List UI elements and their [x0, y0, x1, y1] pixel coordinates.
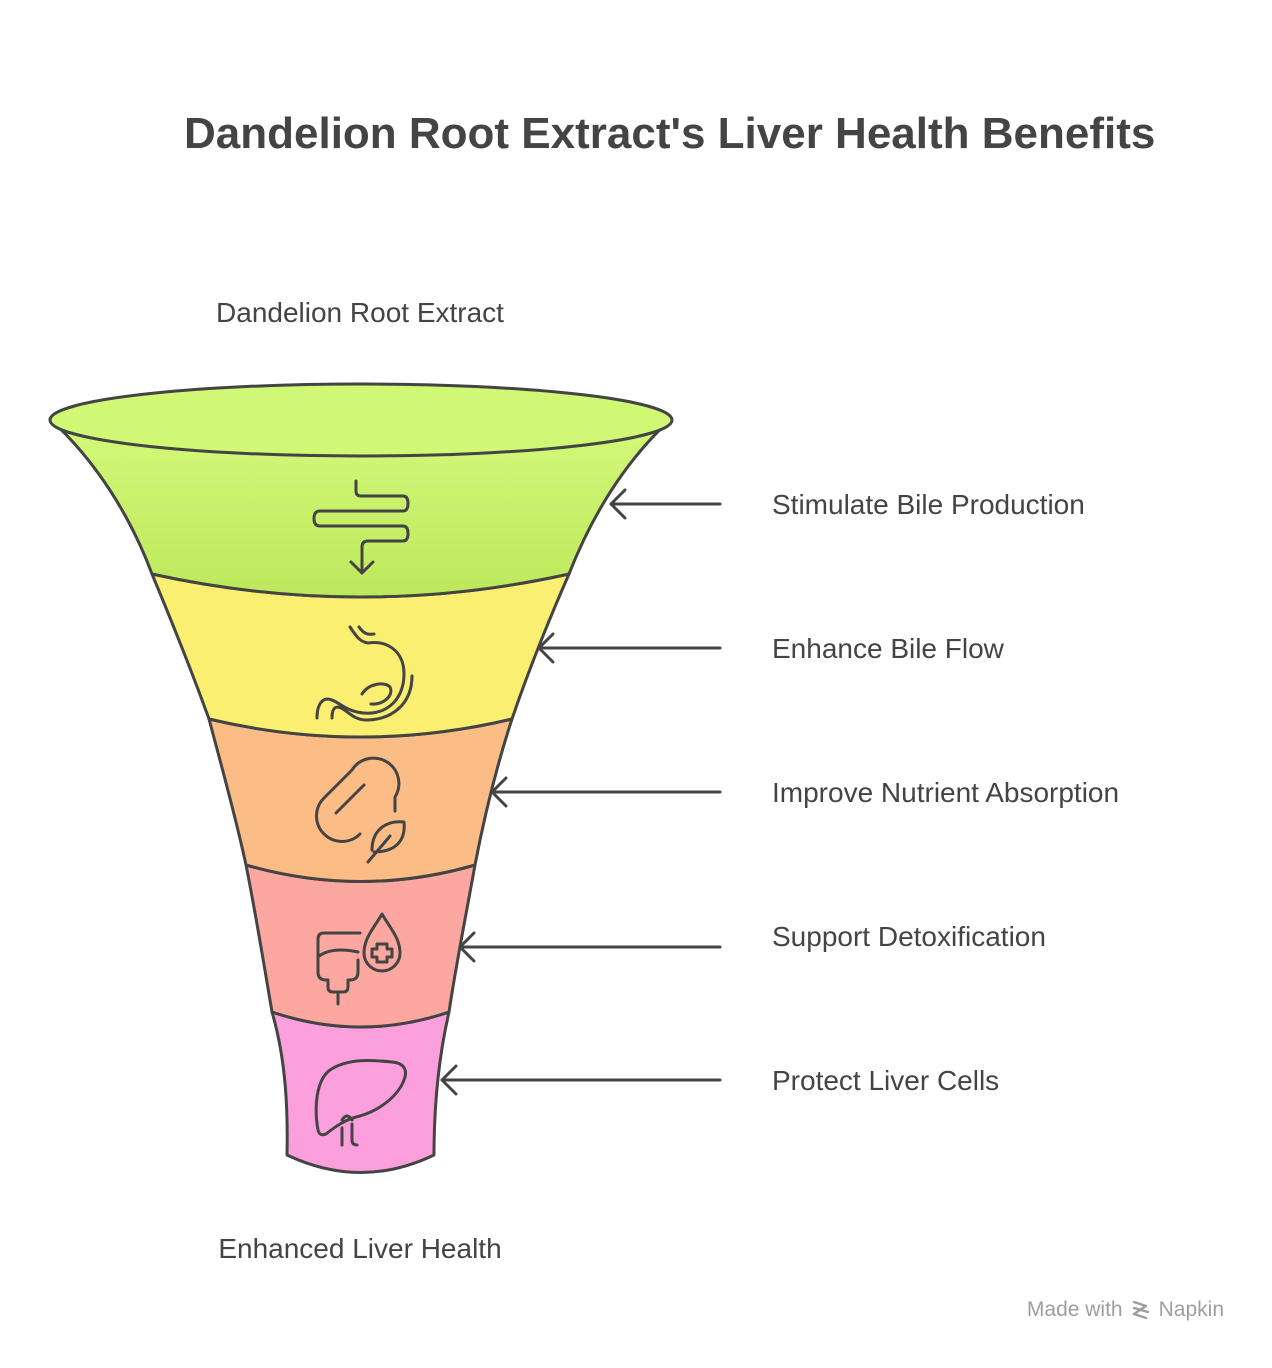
arrow-stage-3 [490, 776, 722, 808]
funnel-stage-3 [207, 717, 514, 883]
stage-label-2: Enhance Bile Flow [772, 633, 1005, 664]
made-with-text: Made with [1026, 1298, 1123, 1321]
liver-icon [314, 1059, 407, 1147]
stage-label-5: Protect Liver Cells [772, 1065, 999, 1096]
funnel-stage-5 [270, 1010, 451, 1174]
funnel-bottom-label: Enhanced Liver Health [218, 1233, 501, 1264]
napkin-logo-icon [1132, 1300, 1149, 1320]
kidney-drop-icon [316, 912, 402, 1006]
napkin-brand-text: Napkin [1158, 1298, 1224, 1321]
funnel-rim [48, 382, 674, 458]
made-with-napkin-badge: Made with Napkin [1027, 1298, 1224, 1322]
arrow-stage-5 [440, 1064, 722, 1096]
stage-label-4: Support Detoxification [772, 921, 1046, 952]
capsule-leaf-icon [315, 756, 406, 864]
intestine-icon [312, 479, 410, 575]
arrow-stage-4 [458, 931, 722, 963]
stage-label-3: Improve Nutrient Absorption [772, 777, 1119, 808]
funnel-top-label: Dandelion Root Extract [216, 297, 504, 328]
funnel-stage-4 [244, 863, 477, 1029]
page-title: Dandelion Root Extract's Liver Health Be… [184, 109, 1156, 158]
arrow-stage-2 [537, 632, 722, 664]
funnel-stage-1 [48, 417, 673, 599]
arrow-stage-1 [609, 488, 722, 520]
stage-label-1: Stimulate Bile Production [772, 489, 1085, 520]
stomach-icon [315, 625, 414, 722]
